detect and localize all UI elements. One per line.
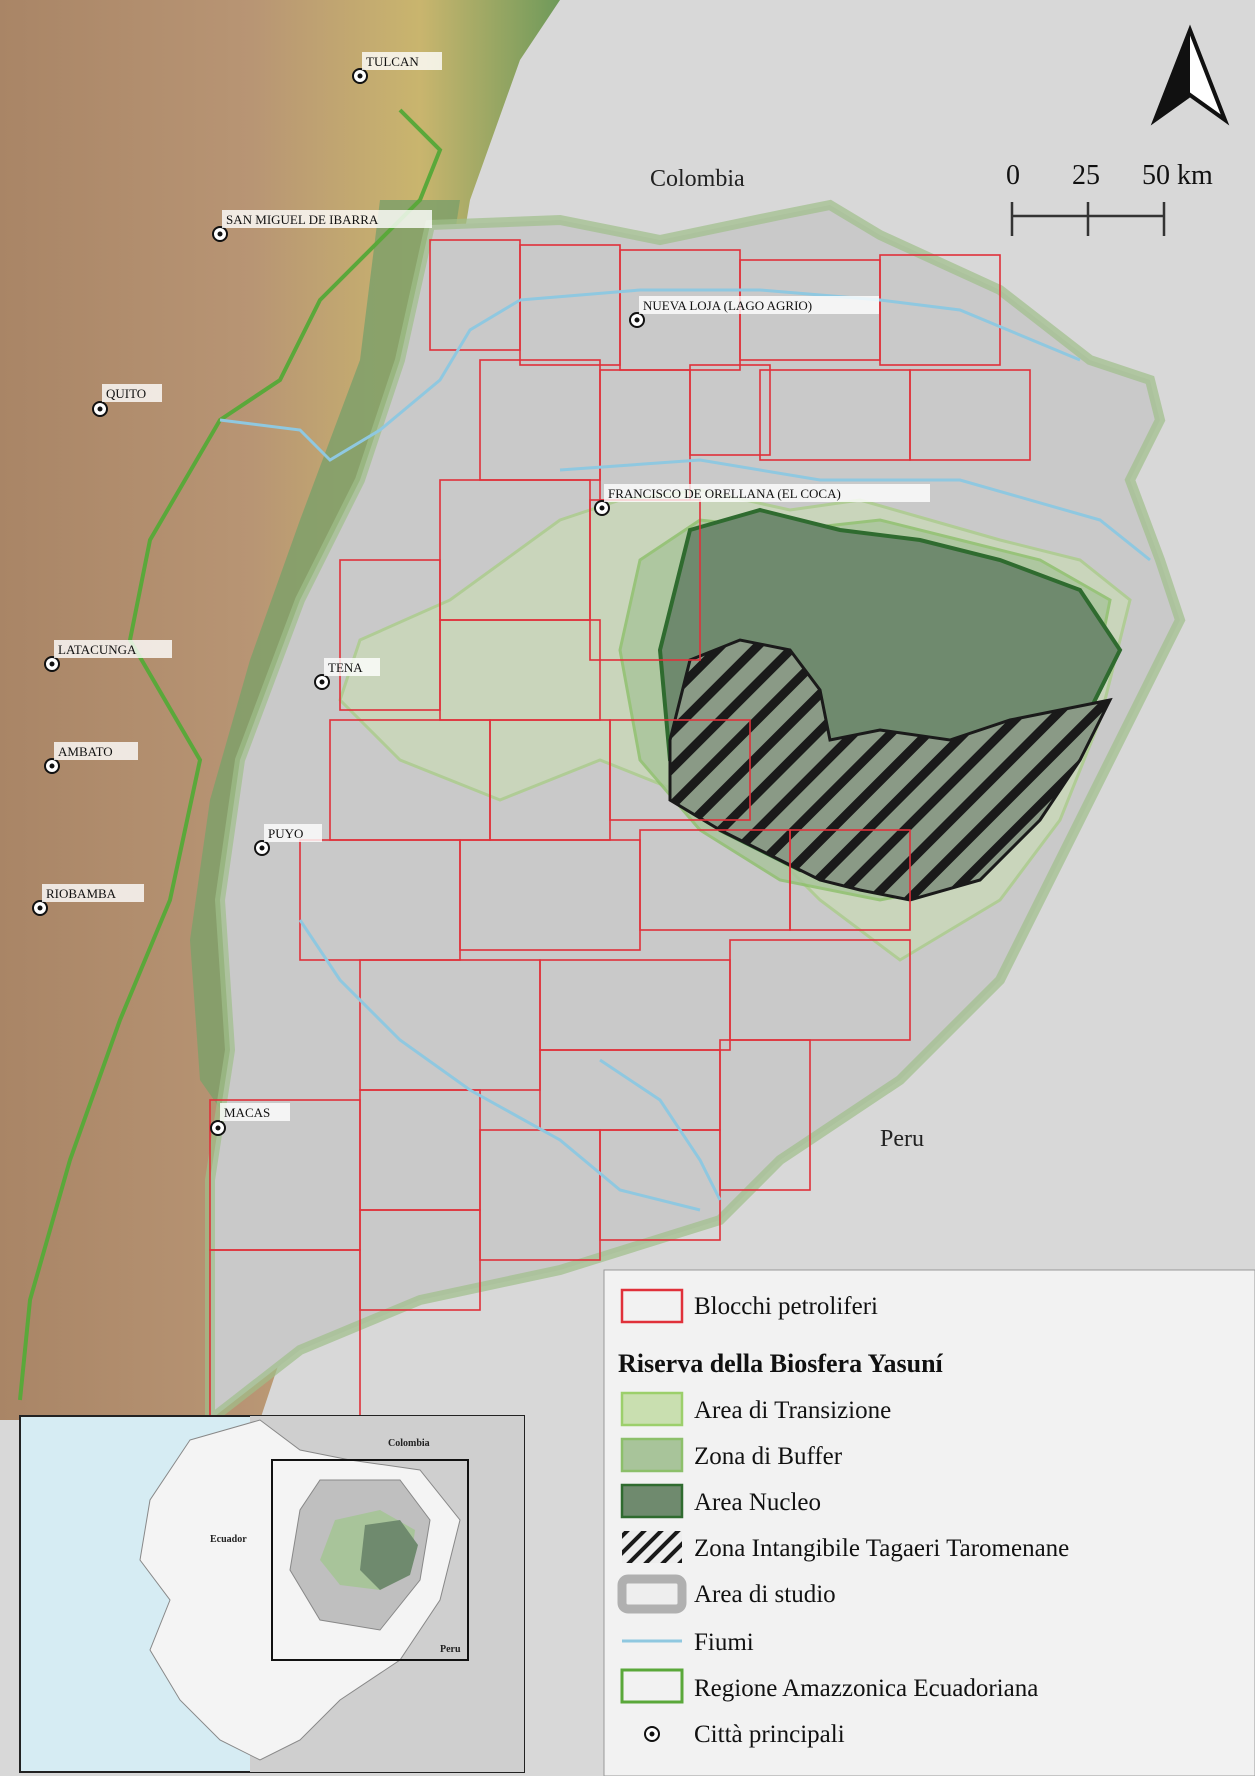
svg-text:Area Nucleo: Area Nucleo — [694, 1489, 821, 1516]
legend-title: Riserva della Biosfera Yasuní — [618, 1349, 944, 1378]
legend-item-intangible: Zona Intangibile Tagaeri Taromenane — [622, 1531, 1069, 1563]
city-latacunga: LATACUNGA — [44, 640, 172, 672]
city-riobamba: RIOBAMBA — [32, 884, 144, 916]
svg-text:0: 0 — [1006, 160, 1020, 191]
svg-text:Regione Amazzonica Ecuadoriana: Regione Amazzonica Ecuadoriana — [694, 1675, 1038, 1702]
inset-map: Colombia Ecuador Peru — [19, 1415, 525, 1773]
svg-text:PUYO: PUYO — [268, 826, 303, 841]
city-macas: MACAS — [210, 1103, 290, 1136]
city-tena: TENA — [314, 658, 380, 690]
svg-text:Blocchi petroliferi: Blocchi petroliferi — [694, 1293, 878, 1320]
svg-text:25: 25 — [1072, 160, 1100, 191]
svg-text:FRANCISCO DE ORELLANA (EL COCA: FRANCISCO DE ORELLANA (EL COCA) — [608, 486, 841, 501]
city-puyo: PUYO — [254, 824, 322, 856]
intangible-zone — [668, 638, 1113, 902]
city-el-coca: FRANCISCO DE ORELLANA (EL COCA) — [594, 484, 930, 516]
legend-item-transition: Area di Transizione — [620, 1391, 891, 1427]
legend-item-buffer: Zona di Buffer — [620, 1437, 843, 1473]
svg-text:AMBATO: AMBATO — [58, 744, 113, 759]
scale-bar: 0 25 50 km — [1006, 160, 1213, 236]
svg-text:50 km: 50 km — [1142, 160, 1213, 191]
legend-item-amazon-region: Regione Amazzonica Ecuadoriana — [620, 1668, 1038, 1704]
svg-text:LATACUNGA: LATACUNGA — [58, 642, 137, 657]
legend-item-core: Area Nucleo — [620, 1483, 821, 1519]
city-nueva-loja: NUEVA LOJA (LAGO AGRIO) — [629, 296, 879, 328]
svg-text:NUEVA LOJA (LAGO AGRIO): NUEVA LOJA (LAGO AGRIO) — [643, 298, 812, 313]
svg-text:Area di Transizione: Area di Transizione — [694, 1397, 891, 1424]
legend-item-oil-blocks: Blocchi petroliferi — [620, 1288, 878, 1324]
inset-label-ecuador: Ecuador — [210, 1534, 247, 1545]
svg-text:MACAS: MACAS — [224, 1105, 270, 1120]
legend-item-study-area: Area di studio — [617, 1574, 836, 1614]
cities: TULCAN SAN MIGUEL DE IBARRA NUEVA LOJA (… — [32, 52, 930, 1136]
svg-text:TULCAN: TULCAN — [366, 54, 419, 69]
country-label-colombia: Colombia — [650, 166, 745, 192]
svg-text:Città principali: Città principali — [694, 1721, 845, 1748]
country-label-peru: Peru — [880, 1126, 924, 1152]
legend: Blocchi petroliferi Riserva della Biosfe… — [603, 1269, 1255, 1776]
svg-text:Fiumi: Fiumi — [694, 1629, 754, 1656]
legend-item-rivers: Fiumi — [622, 1629, 754, 1656]
city-tulcan: TULCAN — [352, 52, 442, 84]
svg-text:Area di studio: Area di studio — [694, 1581, 836, 1608]
city-ibarra: SAN MIGUEL DE IBARRA — [212, 210, 432, 242]
legend-item-cities: Città principali — [644, 1721, 845, 1748]
city-quito: QUITO — [92, 384, 162, 417]
svg-text:TENA: TENA — [328, 660, 363, 675]
svg-text:Zona di Buffer: Zona di Buffer — [694, 1443, 843, 1470]
inset-label-colombia: Colombia — [388, 1438, 430, 1449]
north-arrow-icon — [1150, 24, 1230, 126]
svg-text:QUITO: QUITO — [106, 386, 146, 401]
svg-text:Zona Intangibile Tagaeri Tarom: Zona Intangibile Tagaeri Taromenane — [694, 1535, 1069, 1562]
svg-text:RIOBAMBA: RIOBAMBA — [46, 886, 117, 901]
inset-label-peru: Peru — [440, 1644, 461, 1655]
city-ambato: AMBATO — [44, 742, 138, 774]
rivers — [219, 288, 1151, 1212]
svg-text:SAN MIGUEL DE IBARRA: SAN MIGUEL DE IBARRA — [226, 212, 379, 227]
oil-blocks — [209, 239, 1031, 1421]
